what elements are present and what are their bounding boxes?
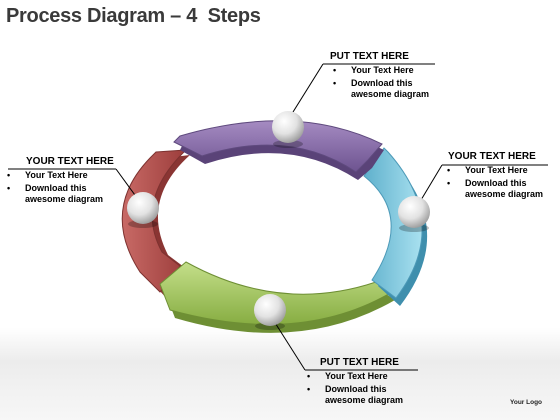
- callout-left: YOUR TEXT HERE Your Text Here Download t…: [4, 156, 116, 207]
- callout-bottom-heading: PUT TEXT HERE: [320, 357, 399, 368]
- callout-left-heading: YOUR TEXT HERE: [26, 156, 114, 167]
- step-sphere-bottom: [254, 294, 286, 330]
- callout-bottom-bullet: Your Text Here: [304, 371, 420, 382]
- callout-right-heading: YOUR TEXT HERE: [448, 151, 536, 162]
- callout-line-bottom: [271, 317, 418, 371]
- callout-right-bullet: Your Text Here: [444, 165, 556, 176]
- callout-bottom: PUT TEXT HERE Your Text Here Download th…: [304, 357, 420, 408]
- callout-bottom-bullet: Download this awesome diagram: [304, 384, 409, 406]
- callout-line-top: [287, 63, 435, 121]
- callout-left-bullet: Your Text Here: [4, 170, 116, 181]
- step-segment-blue: [363, 147, 428, 306]
- callout-right-bullet: Download this awesome diagram: [444, 178, 545, 200]
- step-sphere-left: [127, 192, 159, 228]
- callout-left-bullet: Download this awesome diagram: [4, 183, 105, 205]
- logo-text: Your Logo: [510, 399, 543, 406]
- callout-top-bullet: Your Text Here: [330, 65, 440, 76]
- callout-top: PUT TEXT HERE Your Text Here Download th…: [330, 51, 440, 102]
- callout-top-heading: PUT TEXT HERE: [330, 51, 409, 62]
- step-sphere-top: [272, 111, 304, 148]
- step-segment-purple: [173, 120, 384, 180]
- step-sphere-right: [398, 196, 430, 232]
- callout-right: YOUR TEXT HERE Your Text Here Download t…: [444, 151, 556, 202]
- callout-top-bullet: Download this awesome diagram: [330, 78, 431, 100]
- slide-title: Process Diagram – 4 Steps: [6, 5, 261, 27]
